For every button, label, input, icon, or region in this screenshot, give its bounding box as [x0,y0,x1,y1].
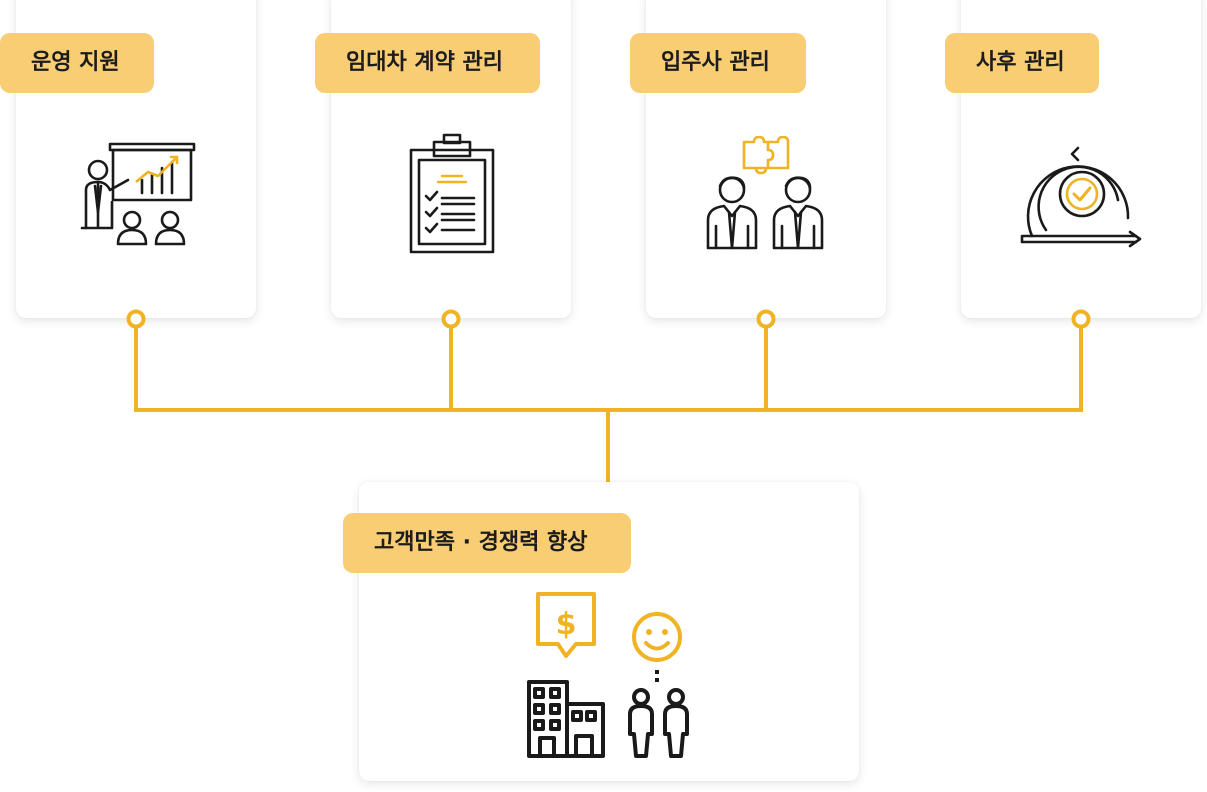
happy-customers-icon [628,612,689,758]
connector-dot [441,309,461,329]
cycle-check-icon [1020,146,1142,248]
building-money-icon: $ [527,592,605,758]
step-label-lease: 임대차 계약 관리 [315,33,540,93]
clipboard-checklist-icon [409,133,495,254]
step-label-tenant: 입주사 관리 [630,33,806,93]
connector-dot [126,309,146,329]
step-label-aftercare: 사후 관리 [945,33,1099,93]
step-label-operation: 운영 지원 [0,33,154,93]
connector-dot [756,309,776,329]
result-label: 고객만족 · 경쟁력 향상 [343,513,631,573]
connector-dot [1071,309,1091,329]
presentation-icon [80,142,196,246]
svg-text:$: $ [556,607,577,642]
tenants-puzzle-icon [706,136,824,250]
